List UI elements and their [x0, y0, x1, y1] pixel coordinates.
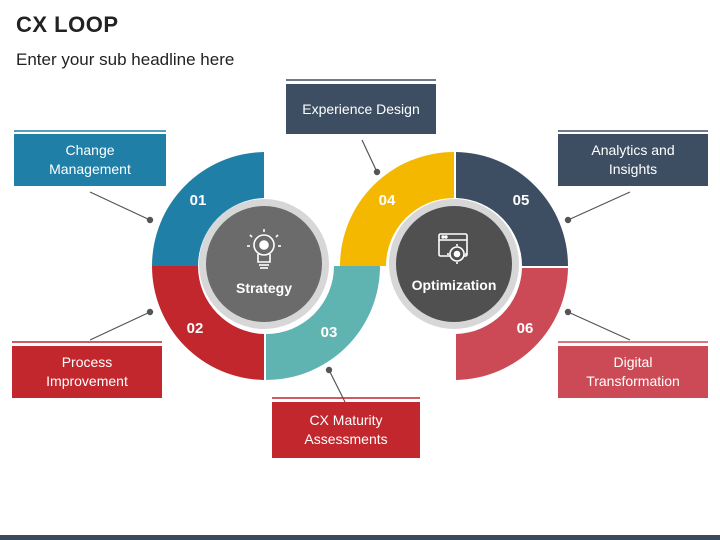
label-box-05: Analytics and Insights	[558, 134, 708, 186]
segment-06	[456, 268, 568, 380]
bottom-bar	[0, 535, 720, 540]
label-text-06: Digital Transformation	[586, 354, 680, 389]
hub-right-label: Optimization	[412, 277, 497, 293]
segment-01	[151, 152, 264, 266]
page-subtitle: Enter your sub headline here	[16, 50, 235, 69]
connector-05	[567, 191, 631, 221]
segment-03	[266, 266, 380, 380]
segment-02	[151, 266, 264, 380]
connector-03	[328, 369, 346, 403]
connector-dot-02	[146, 308, 154, 316]
connector-dot-01	[146, 216, 154, 224]
label-text-02: Process Improvement	[46, 354, 128, 389]
segment-number-05: 05	[513, 192, 530, 209]
hub-left-label: Strategy	[236, 280, 292, 296]
label-text-03: CX Maturity Assessments	[304, 412, 388, 447]
label-text-01: Change Management	[49, 142, 131, 177]
segment-number-02: 02	[187, 320, 204, 337]
label-box-04: Experience Design	[286, 84, 436, 134]
hub-right	[396, 206, 512, 322]
segment-number-03: 03	[321, 324, 338, 341]
connector-dot-06	[564, 308, 572, 316]
browser-gear-icon	[438, 233, 468, 264]
segment-number-01: 01	[190, 192, 207, 209]
lightbulb-gear-icon	[247, 229, 281, 269]
connector-dot-04	[373, 168, 381, 176]
hub-left	[206, 206, 322, 322]
label-box-06: Digital Transformation	[558, 346, 708, 398]
label-box-03: CX Maturity Assessments	[272, 402, 420, 458]
page-title: CX LOOP	[16, 12, 119, 37]
connector-04	[361, 139, 378, 173]
connector-dot-05	[564, 216, 572, 224]
label-text-05: Analytics and Insights	[591, 142, 675, 177]
connector-01	[89, 191, 151, 221]
connector-02	[89, 311, 151, 341]
label-box-01: Change Management	[14, 134, 166, 186]
label-text-04: Experience Design	[302, 100, 420, 117]
connector-dot-03	[325, 366, 333, 374]
segment-05	[456, 152, 568, 266]
segment-number-06: 06	[517, 320, 534, 337]
segment-number-04: 04	[379, 192, 396, 209]
connector-06	[567, 311, 631, 341]
label-box-02: Process Improvement	[12, 346, 162, 398]
segment-04	[340, 152, 454, 266]
